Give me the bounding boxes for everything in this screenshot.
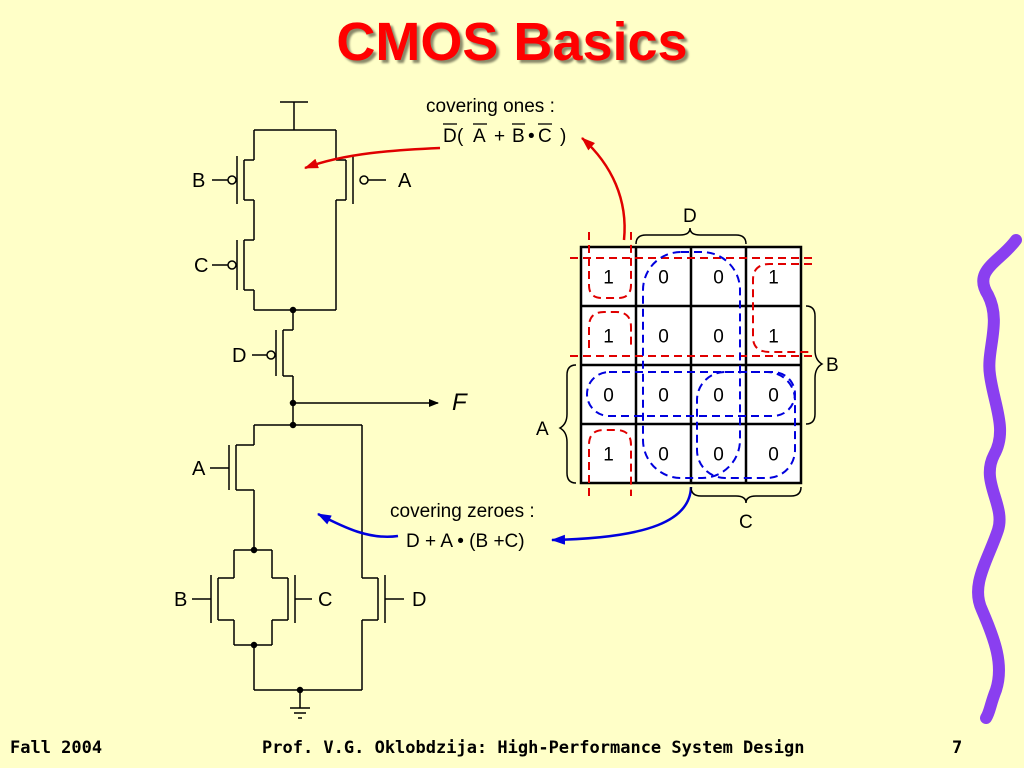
slide-title: CMOS Basics xyxy=(336,12,688,72)
zeroes-group-columns xyxy=(642,251,741,479)
output-f-label: F xyxy=(452,389,468,416)
kmap-cell: 0 xyxy=(658,445,669,466)
cmos-schematic xyxy=(192,101,439,719)
kmap-to-zeroes-arrow xyxy=(551,486,693,545)
covering-zeroes-expression: D + A • (B +C) xyxy=(406,531,525,552)
pmos-c-transistor xyxy=(212,239,255,310)
svg-text:B: B xyxy=(512,126,525,147)
brace-top-d xyxy=(635,227,747,245)
ones-group-left xyxy=(588,232,632,299)
kmap-cell: 1 xyxy=(768,327,779,348)
svg-text:D: D xyxy=(443,126,457,147)
zeroes-group-square xyxy=(696,371,796,479)
pmos-input-a-label: A xyxy=(398,170,412,192)
ones-group-left-lower xyxy=(588,311,632,348)
decorative-squiggle xyxy=(972,234,1022,724)
nmos-c-transistor xyxy=(271,550,312,645)
pmos-input-c-label: C xyxy=(194,255,208,277)
kmap-label-b: B xyxy=(826,355,839,376)
footer-date: Fall 2004 xyxy=(10,738,103,758)
brace-bottom-c xyxy=(690,486,802,504)
pmos-input-d-label: D xyxy=(232,345,246,367)
pmos-b-transistor xyxy=(212,130,255,240)
vdd-rail xyxy=(254,101,336,131)
kmap-label-c: C xyxy=(739,512,753,533)
pmos-d-transistor xyxy=(252,310,294,425)
kmap-label-a: A xyxy=(536,419,549,440)
kmap-cell: 0 xyxy=(603,386,614,407)
zeroes-pointer-arrow xyxy=(317,512,399,538)
kmap-cell: 0 xyxy=(768,386,779,407)
footer-author: Prof. V.G. Oklobdzija: High-Performance … xyxy=(262,738,805,758)
svg-text:A: A xyxy=(473,126,486,147)
brace-left-a xyxy=(558,364,577,484)
ones-group-corner-bottom xyxy=(588,429,632,496)
nmos-input-b-label: B xyxy=(174,589,187,611)
kmap-cell: 1 xyxy=(768,268,779,289)
brace-right-b xyxy=(805,305,824,425)
svg-text:+: + xyxy=(494,126,505,147)
karnaugh-map: 1 0 0 1 1 0 0 1 0 0 0 0 1 0 0 0 D B A C xyxy=(536,206,839,533)
svg-text:(: ( xyxy=(457,126,464,147)
nmos-d-transistor xyxy=(361,425,404,690)
kmap-cell: 1 xyxy=(603,445,614,466)
kmap-cell: 0 xyxy=(713,327,724,348)
nmos-b-transistor xyxy=(192,550,235,645)
nmos-input-a-label: A xyxy=(192,458,206,480)
ones-pointer-arrow xyxy=(304,146,441,170)
pmos-a-transistor xyxy=(335,130,386,310)
kmap-cell: 0 xyxy=(658,268,669,289)
nmos-input-d-label: D xyxy=(412,589,426,611)
kmap-cell: 0 xyxy=(768,445,779,466)
kmap-label-d: D xyxy=(683,206,697,227)
ones-group-right xyxy=(752,263,812,353)
svg-text:C: C xyxy=(538,126,552,147)
kmap-cell: 0 xyxy=(713,268,724,289)
kmap-cell: 1 xyxy=(603,268,614,289)
svg-text:): ) xyxy=(560,126,566,147)
covering-ones-expression: D ( A + B • C ) xyxy=(443,126,566,147)
kmap-cell: 0 xyxy=(713,445,724,466)
kmap-to-ones-arrow xyxy=(581,137,626,241)
kmap-cell: 0 xyxy=(713,386,724,407)
kmap-cell: 0 xyxy=(658,386,669,407)
footer-page-number: 7 xyxy=(952,738,963,758)
kmap-cell: 0 xyxy=(658,327,669,348)
nmos-a-transistor xyxy=(210,425,255,550)
covering-zeroes-caption: covering zeroes : xyxy=(390,501,535,522)
kmap-cell: 1 xyxy=(603,327,614,348)
svg-text:•: • xyxy=(528,126,535,147)
pmos-input-b-label: B xyxy=(192,170,205,192)
ground-symbol xyxy=(290,690,310,719)
covering-ones-caption: covering ones : xyxy=(426,96,555,117)
nmos-input-c-label: C xyxy=(318,589,332,611)
